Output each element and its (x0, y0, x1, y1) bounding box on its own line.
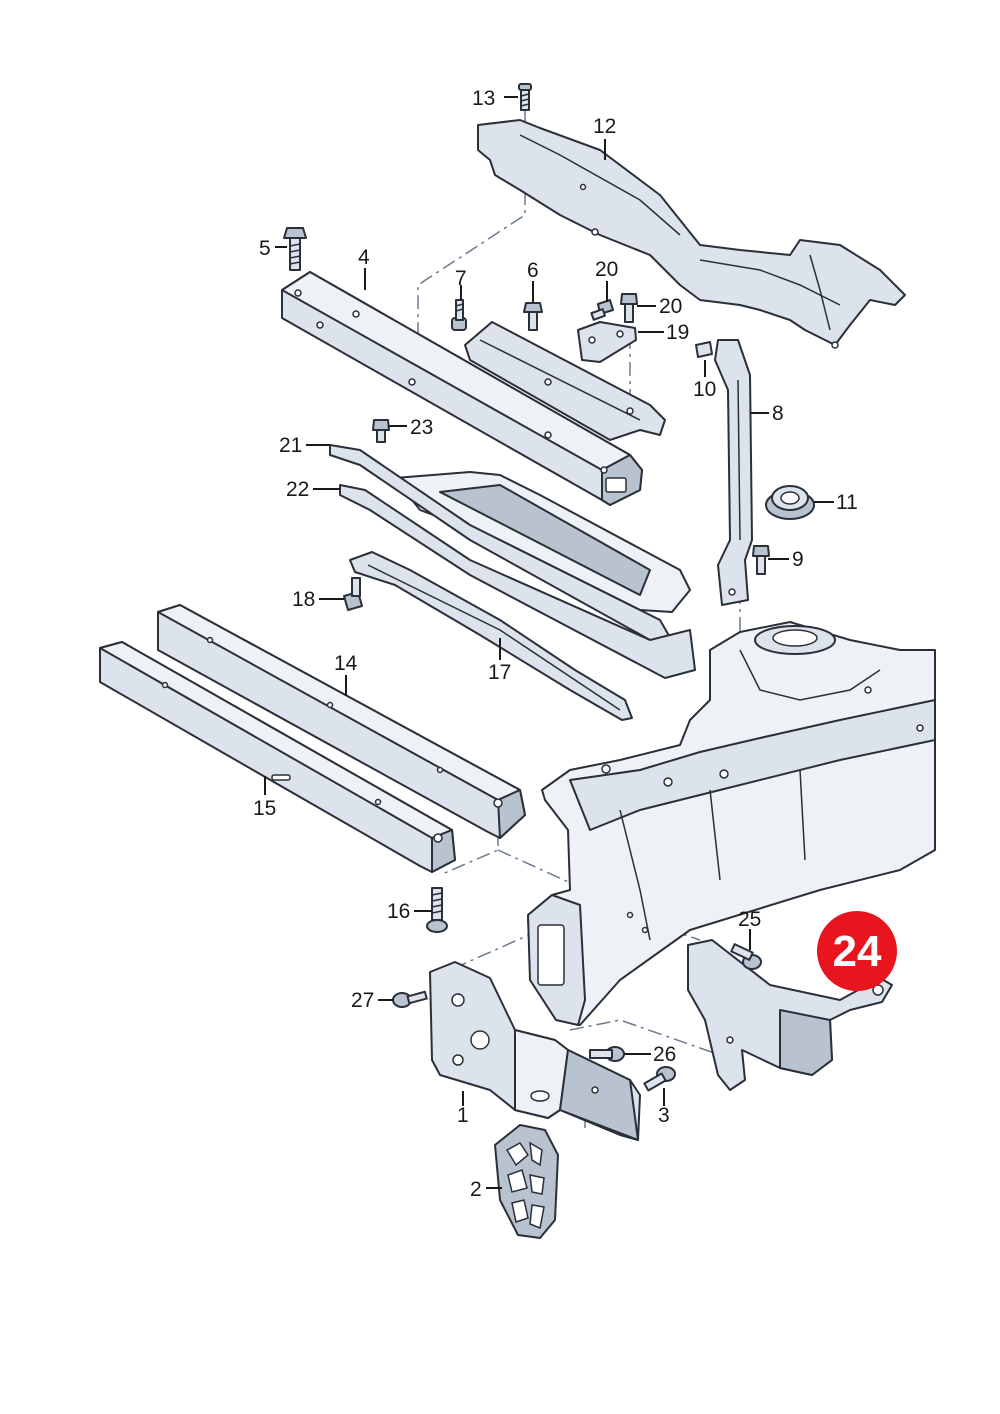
part-4-crossmember (281, 271, 643, 506)
part-19-bracket (577, 321, 637, 363)
callout-5: 5 (259, 237, 271, 260)
leader-lines (264, 96, 834, 1189)
callout-20-right: 20 (659, 295, 682, 318)
callout-3: 3 (658, 1104, 670, 1127)
callout-20-top: 20 (595, 258, 618, 281)
callout-12: 12 (593, 115, 616, 138)
part-9-bolt (752, 545, 770, 575)
callout-27: 27 (351, 989, 374, 1012)
part-7-stud (451, 299, 467, 331)
part-10-clip (695, 341, 713, 358)
callout-22: 22 (286, 478, 309, 501)
part-20-bolt-b (620, 293, 638, 323)
callout-labels: 13 12 5 4 6 7 20 20 19 10 8 23 21 22 11 … (253, 87, 858, 1201)
part-27-bolt (392, 990, 428, 1008)
part-2-crash-pad (494, 1124, 559, 1239)
callout-8: 8 (772, 402, 784, 425)
part-14-rail (157, 604, 526, 839)
callout-9: 9 (792, 548, 804, 571)
callout-10: 10 (693, 378, 716, 401)
callout-14: 14 (334, 652, 358, 675)
part-12-upper-panel (477, 119, 906, 349)
part-16-bolt (426, 887, 448, 933)
part-20-bolt-a (590, 299, 614, 321)
callout-15: 15 (253, 797, 276, 820)
part-26-bolt (589, 1046, 625, 1062)
body-structure (527, 621, 936, 1026)
callout-6: 6 (527, 259, 539, 282)
part-24-bracket (687, 939, 893, 1091)
part-1-bracket (429, 961, 641, 1141)
callout-17: 17 (488, 661, 511, 684)
part-5-bolt (283, 227, 307, 271)
part-6-bolt (523, 302, 543, 331)
callout-25: 25 (738, 908, 761, 931)
callout-23: 23 (410, 416, 433, 439)
highlight-badge-24[interactable]: 24 (817, 911, 897, 991)
part-17-reinforcement-bar (349, 551, 633, 721)
part-8-strut (714, 339, 753, 606)
crossmember-bracket (464, 321, 666, 441)
callout-4: 4 (358, 246, 370, 269)
callout-19: 19 (666, 321, 689, 344)
part-18-bolt (343, 577, 363, 611)
callout-13: 13 (472, 87, 495, 110)
part-15-rail (99, 641, 456, 873)
callout-1: 1 (457, 1104, 469, 1127)
callout-11: 11 (836, 491, 858, 514)
part-13-bolt (518, 83, 532, 111)
callout-18: 18 (292, 588, 315, 611)
part-21-22-lock-carrier (329, 444, 696, 679)
part-11-grommet (765, 485, 815, 520)
callout-16: 16 (387, 900, 410, 923)
part-25-bolt (730, 943, 762, 970)
part-23-bolt (372, 419, 390, 443)
badge-circle (817, 911, 897, 991)
callout-7: 7 (455, 267, 467, 290)
part-3-bolt (643, 1066, 676, 1092)
callout-2: 2 (470, 1178, 482, 1201)
callout-21: 21 (279, 434, 302, 457)
callout-26: 26 (653, 1043, 676, 1066)
badge-label: 24 (833, 927, 882, 976)
